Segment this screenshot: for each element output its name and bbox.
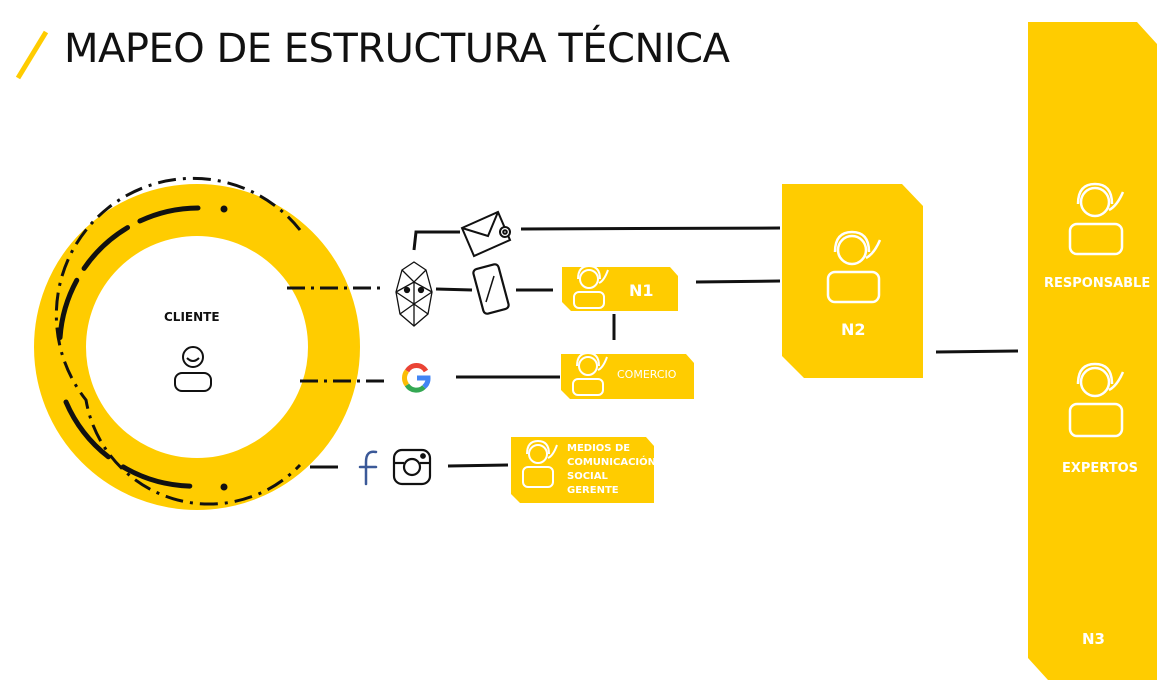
client-ring-arc-outer-top <box>57 205 201 341</box>
comercio-label: COMERCIO <box>617 368 677 381</box>
n3-expertos-headset-agent-icon <box>1068 362 1125 438</box>
medios-label-line-2: COMUNICACIÓN <box>567 457 657 468</box>
client-ring-dot-top <box>220 205 228 213</box>
comercio-node <box>561 354 694 399</box>
client-ring <box>34 176 360 510</box>
medios-label-line-3: SOCIAL <box>567 471 608 482</box>
n2-node <box>782 184 923 378</box>
line-email-n2 <box>520 226 781 231</box>
email-icon <box>460 210 512 258</box>
n2-headset-agent-icon <box>826 230 882 304</box>
line-chatbot-phone <box>435 287 473 292</box>
n3-responsable-label: RESPONSABLE <box>1044 276 1151 291</box>
facebook-icon <box>358 450 378 486</box>
page-title: MAPEO DE ESTRUCTURA TÉCNICA <box>64 26 730 72</box>
n2-label: N2 <box>841 320 866 339</box>
title-slash <box>15 30 49 80</box>
client-ring-dot-bottom <box>220 483 228 491</box>
google-icon <box>402 363 431 393</box>
n1-label: N1 <box>629 281 654 300</box>
comercio-headset-agent-icon <box>572 351 608 396</box>
medios-headset-agent-icon <box>522 439 558 488</box>
n1-headset-agent-icon <box>573 264 609 309</box>
n1-node <box>562 267 678 311</box>
client-ring-arc-outer-bottom <box>63 399 203 489</box>
n3-expertos-label: EXPERTOS <box>1062 461 1139 476</box>
n3-responsable-headset-agent-icon <box>1068 182 1125 256</box>
chatbot-robot-icon <box>395 261 433 327</box>
client-person-icon <box>174 346 212 392</box>
instagram-icon <box>392 448 432 486</box>
client-ring-arc-inner <box>54 176 302 506</box>
line-n1-n2 <box>695 279 781 284</box>
line-chatbot-email <box>412 230 460 251</box>
line-social-medios <box>447 463 509 468</box>
medios-label-line-1: MEDIOS DE <box>567 443 631 454</box>
n3-label: N3 <box>1082 630 1105 648</box>
cliente-label: CLIENTE <box>164 310 220 324</box>
medios-label: MEDIOS DE COMUNICACIÓN SOCIAL GERENTE <box>567 442 656 498</box>
connectors <box>287 226 1019 469</box>
n3-node <box>1028 22 1157 680</box>
medios-label-line-4: GERENTE <box>567 485 619 496</box>
line-n2-n3 <box>935 349 1019 354</box>
smartphone-icon <box>472 263 510 315</box>
